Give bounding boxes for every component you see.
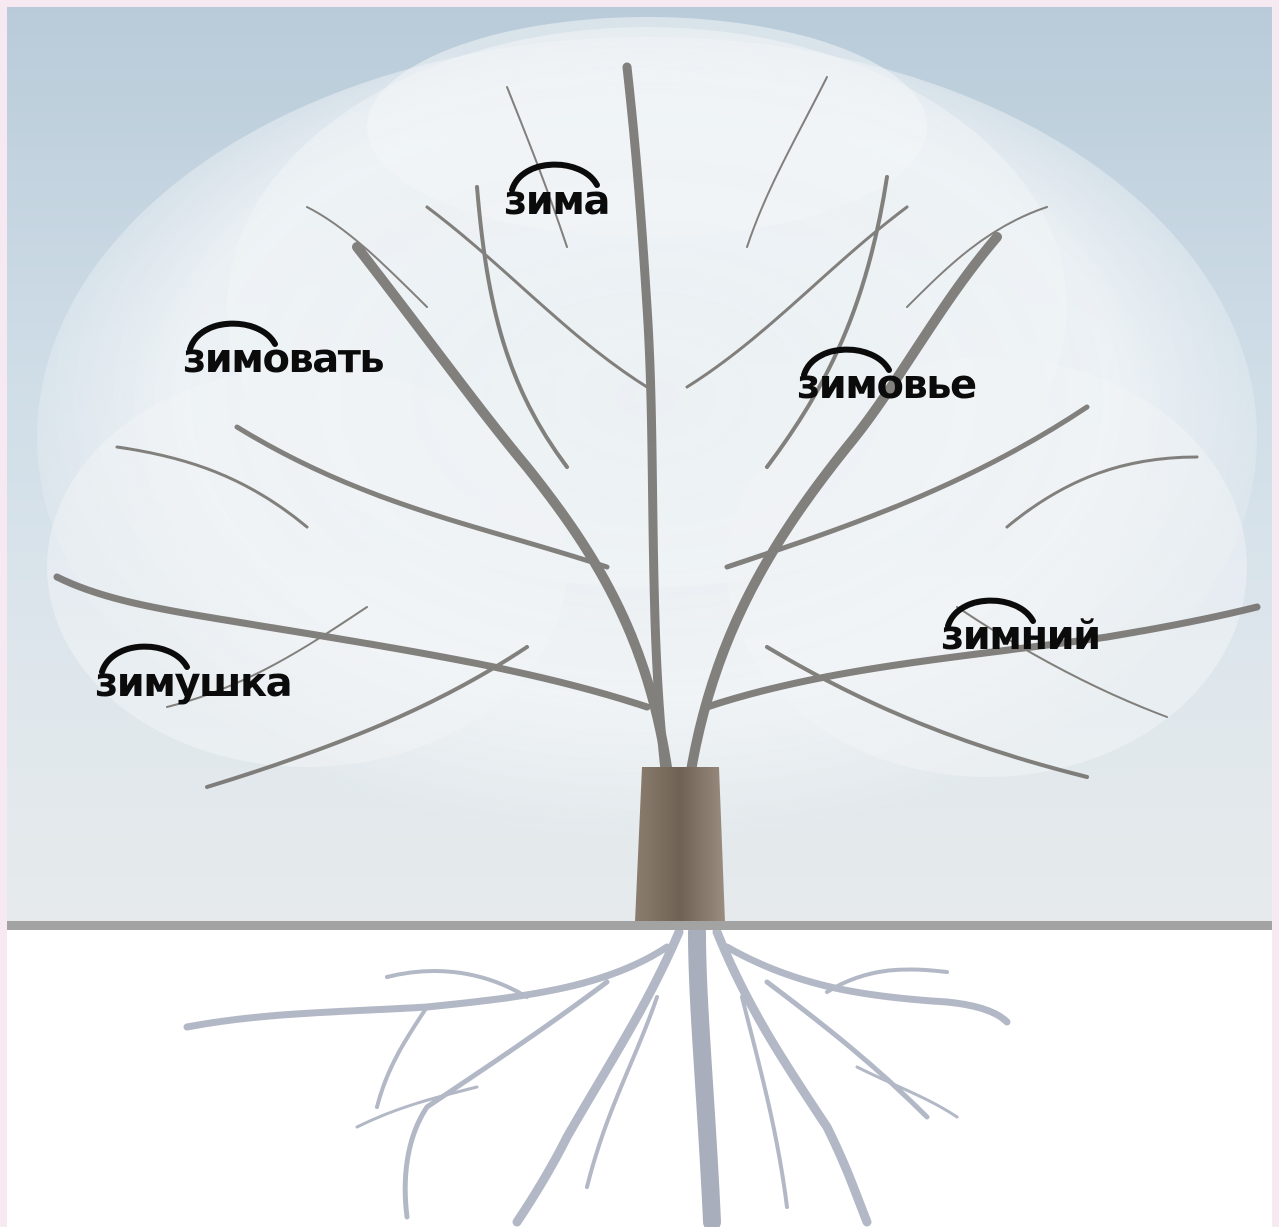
roots-image: [187, 932, 1007, 1222]
word-zimovat: зимовать: [183, 339, 383, 379]
word-zimniy: зимний: [941, 616, 1100, 656]
horizon-line: [7, 921, 1272, 930]
picture-frame: зима зимовать зимовье зимушка зимний: [7, 7, 1272, 1227]
tree-trunk: [635, 767, 725, 922]
word-zima: зима: [504, 181, 609, 221]
word-zimovye: зимовье: [797, 365, 976, 405]
word-zimushka: зимушка: [95, 663, 291, 703]
